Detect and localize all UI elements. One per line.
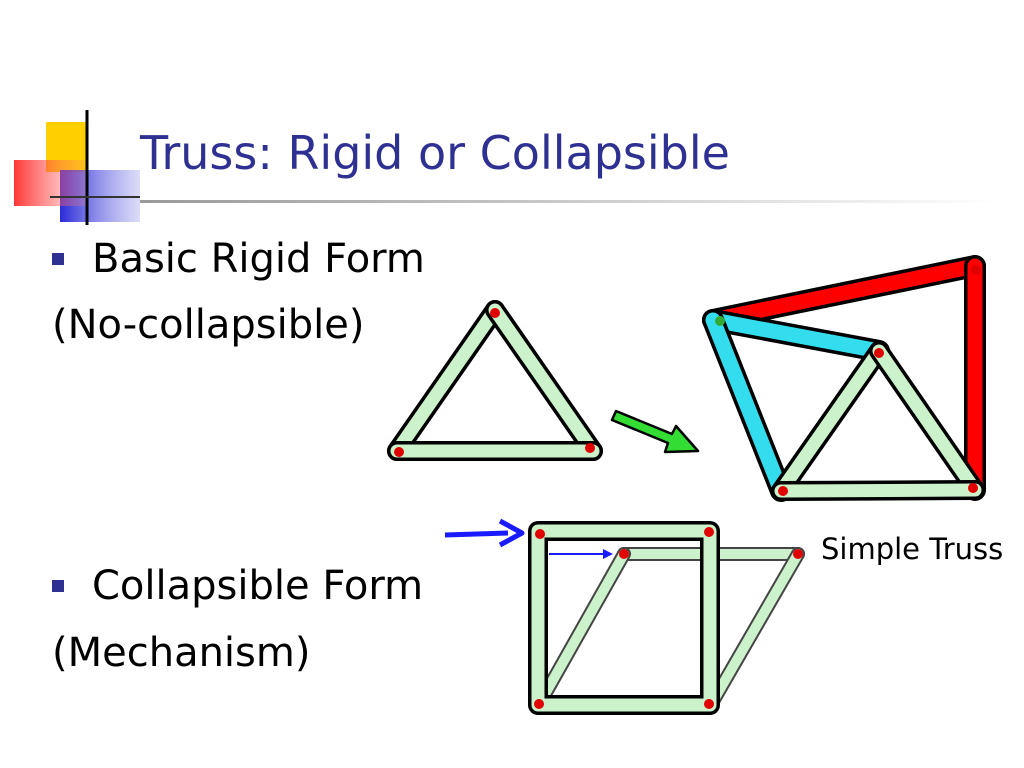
bullet-1-label: Basic Rigid Form (92, 236, 425, 282)
joint (490, 308, 500, 318)
truss-member-red-top (702, 255, 986, 331)
triangle-member-right (485, 300, 603, 461)
joint (704, 527, 714, 537)
bullet-1: Basic Rigid Form (52, 236, 425, 282)
truss-member-cyan-left (702, 309, 792, 502)
blue-arrow-icon (444, 518, 525, 548)
joint (704, 699, 714, 709)
bullet-2: Collapsible Form (52, 563, 423, 609)
joint (394, 447, 404, 457)
joint (968, 483, 978, 493)
joint (619, 549, 629, 559)
truss-member-cyan-top (702, 309, 890, 362)
joint (534, 699, 544, 709)
joint (715, 316, 725, 326)
bullet-square-icon (52, 253, 64, 265)
bullet-2-sub: (Mechanism) (52, 630, 311, 676)
joint (585, 443, 595, 453)
joint (778, 486, 788, 496)
truss-member-green-left (771, 341, 889, 501)
joint (874, 348, 884, 358)
slide-title: Truss: Rigid or Collapsible (140, 126, 730, 180)
mechanism-deformed-shape (533, 547, 805, 710)
mechanism-frame (444, 518, 805, 715)
simple-truss-caption: Simple Truss (821, 532, 1004, 566)
joint (971, 265, 981, 275)
title-underline (140, 200, 1000, 203)
mechanism-square (528, 521, 720, 715)
truss-member-green-right (869, 341, 985, 500)
simple-truss (702, 255, 986, 502)
bullet-1-sub: (No-collapsible) (52, 302, 365, 348)
bullet-square-icon (52, 580, 64, 592)
truss-member-green-bottom (771, 480, 985, 501)
rigid-triangle (387, 300, 603, 461)
joint (793, 549, 803, 559)
joint (535, 529, 545, 539)
triangle-member-left (387, 300, 505, 461)
bullet-2-label: Collapsible Form (92, 563, 424, 609)
green-arrow-icon (610, 409, 700, 454)
slide-logo-decoration (14, 110, 140, 225)
